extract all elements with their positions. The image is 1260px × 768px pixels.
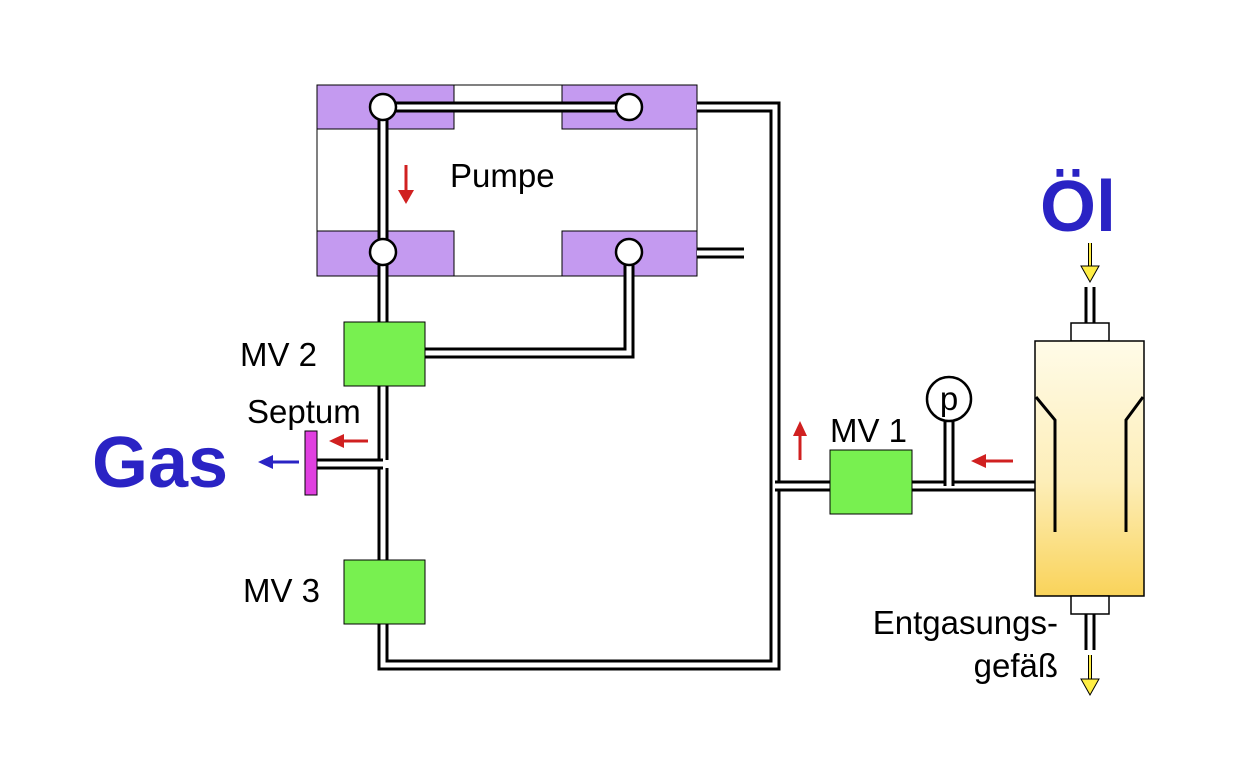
vessel-baffle-left <box>1034 396 1057 532</box>
valve-mv1 <box>829 449 913 515</box>
vessel-baffle-right <box>1124 396 1145 532</box>
pressure-label: p <box>940 380 958 417</box>
gas-outlet-arrow <box>258 455 299 469</box>
vessel-bottom-cap <box>1070 595 1110 615</box>
vessel-body <box>1034 340 1145 597</box>
roller-top-left <box>368 92 398 122</box>
oil-label: Öl <box>1040 167 1116 247</box>
flow-arrow-vessel-left <box>971 454 1013 468</box>
roller-top-right <box>614 92 644 122</box>
oil-outlet-arrow <box>1080 655 1100 697</box>
septum-label: Septum <box>247 393 361 430</box>
pump-label: Pumpe <box>450 157 555 194</box>
pump-rollers <box>368 92 644 267</box>
mv3-label: MV 3 <box>243 572 320 609</box>
valve-mv2 <box>343 321 426 387</box>
flow-arrow-mv1-up <box>793 421 807 460</box>
vessel-label-line1: Entgasungs- <box>873 604 1058 641</box>
vessel-label-line2: gefäß <box>974 647 1058 684</box>
valve-mv3 <box>343 559 426 625</box>
mv1-label: MV 1 <box>830 412 907 449</box>
roller-bottom-right <box>614 237 644 267</box>
oil-inlet-arrow <box>1080 243 1100 284</box>
flow-arrow-pump-down <box>398 165 414 204</box>
mv2-label: MV 2 <box>240 336 317 373</box>
flow-arrow-septum-left <box>329 434 368 448</box>
gas-label: Gas <box>92 423 228 503</box>
septum <box>304 430 318 496</box>
degassing-vessel <box>1034 322 1145 615</box>
vessel-top-cap <box>1070 322 1110 342</box>
roller-bottom-left <box>368 237 398 267</box>
pressure-gauge-icon <box>925 375 973 423</box>
